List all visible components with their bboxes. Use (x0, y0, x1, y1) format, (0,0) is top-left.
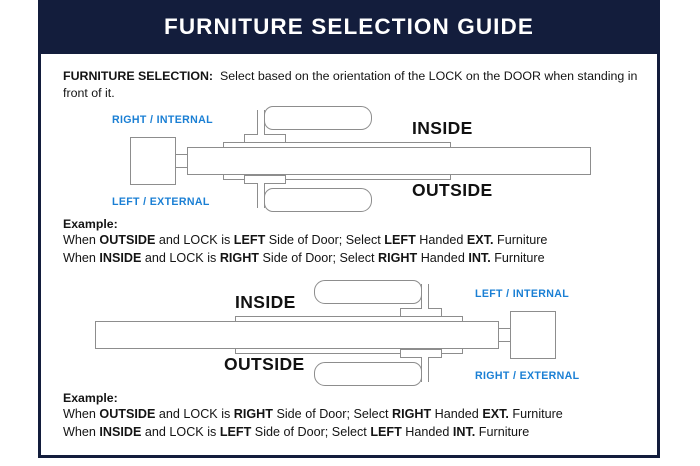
text-fragment: Handed (401, 424, 453, 439)
text-fragment: When (63, 424, 100, 439)
rose-outside (244, 175, 286, 184)
text-fragment: and LOCK is (155, 233, 234, 247)
faceplate-inside (223, 142, 451, 148)
faceplate-outside (223, 174, 451, 180)
guide-body: FURNITURE SELECTION: Select based on the… (41, 54, 657, 455)
text-fragment: and LOCK is (141, 250, 220, 265)
lock-cylinder-box (510, 311, 556, 359)
page-title: FURNITURE SELECTION GUIDE (163, 14, 534, 39)
label-right-external: RIGHT / EXTERNAL (475, 370, 580, 382)
text-bold: INT. (452, 424, 476, 439)
spindle-inside (421, 284, 429, 309)
text-fragment: Handed (431, 407, 483, 421)
text-fragment: Side of Door; Select (265, 233, 385, 247)
text-fragment: Side of Door; Select (259, 250, 379, 265)
faceplate-outside (235, 348, 463, 354)
text-bold: INT. (468, 250, 491, 265)
lever-handle-inside (314, 280, 422, 304)
lever-handle-outside (314, 362, 422, 386)
label-outside: OUTSIDE (224, 354, 305, 374)
header-bar: FURNITURE SELECTION GUIDE (38, 0, 660, 54)
lock-stem (498, 328, 511, 342)
label-left-external: LEFT / EXTERNAL (112, 196, 210, 208)
example-two-line-1: When OUTSIDE and LOCK is RIGHT Side of D… (63, 406, 653, 424)
text-fragment: Handed (417, 250, 469, 265)
text-bold: RIGHT (219, 250, 259, 265)
text-bold: OUTSIDE (99, 233, 156, 247)
label-right-internal: RIGHT / INTERNAL (112, 114, 213, 126)
text-bold: RIGHT (378, 250, 418, 265)
text-bold: EXT. (466, 233, 494, 247)
lever-handle-inside (264, 106, 372, 130)
text-fragment: Furniture (490, 250, 545, 265)
diagram-lock-right: LEFT / INTERNAL RIGHT / EXTERNAL INSIDE … (41, 280, 657, 386)
text-fragment: and LOCK is (141, 424, 220, 439)
text-fragment: and LOCK is (155, 407, 234, 421)
intro-body: Select based on the orientation of the L… (63, 69, 638, 100)
text-bold: INSIDE (99, 424, 142, 439)
label-inside: INSIDE (235, 292, 296, 312)
text-fragment: Furniture (475, 424, 530, 439)
rose-inside (244, 134, 286, 143)
spindle-outside (421, 357, 429, 382)
text-bold: LEFT (384, 233, 416, 247)
intro-lead: FURNITURE SELECTION: (63, 69, 214, 83)
example-two-heading: Example: (63, 391, 118, 405)
example-one-line-1: When OUTSIDE and LOCK is LEFT Side of Do… (63, 232, 653, 250)
door-slab (187, 147, 591, 175)
intro-paragraph: FURNITURE SELECTION: Select based on the… (63, 68, 643, 101)
rose-inside (400, 308, 442, 317)
text-fragment: Furniture (493, 233, 548, 247)
faceplate-inside (235, 316, 463, 322)
text-fragment: Side of Door; Select (272, 407, 392, 421)
example-one-line-2: When INSIDE and LOCK is RIGHT Side of Do… (63, 250, 653, 268)
label-outside: OUTSIDE (412, 180, 493, 200)
text-fragment: Side of Door; Select (251, 424, 371, 439)
diagram-lock-left: RIGHT / INTERNAL LEFT / EXTERNAL INSIDE … (41, 106, 657, 212)
text-fragment: Handed (415, 233, 467, 247)
text-bold: LEFT (370, 424, 402, 439)
door-slab (95, 321, 499, 349)
text-bold: LEFT (219, 424, 252, 439)
example-two-line-2: When INSIDE and LOCK is LEFT Side of Doo… (63, 424, 653, 442)
example-block-two: Example: When OUTSIDE and LOCK is RIGHT … (63, 390, 653, 441)
label-inside: INSIDE (412, 118, 473, 138)
text-bold: RIGHT (392, 407, 432, 421)
example-one-heading: Example: (63, 217, 118, 231)
text-bold: INSIDE (99, 250, 142, 265)
text-bold: OUTSIDE (99, 407, 156, 421)
text-bold: EXT. (482, 407, 509, 421)
lock-cylinder-box (130, 137, 176, 185)
text-bold: LEFT (233, 233, 266, 247)
text-bold: RIGHT (233, 407, 273, 421)
example-block-one: Example: When OUTSIDE and LOCK is LEFT S… (63, 216, 653, 267)
text-fragment: When (63, 407, 100, 421)
text-fragment: Furniture (508, 407, 563, 421)
text-fragment: When (63, 233, 100, 247)
text-fragment: When (63, 250, 100, 265)
label-left-internal: LEFT / INTERNAL (475, 288, 570, 300)
lever-handle-outside (264, 188, 372, 212)
